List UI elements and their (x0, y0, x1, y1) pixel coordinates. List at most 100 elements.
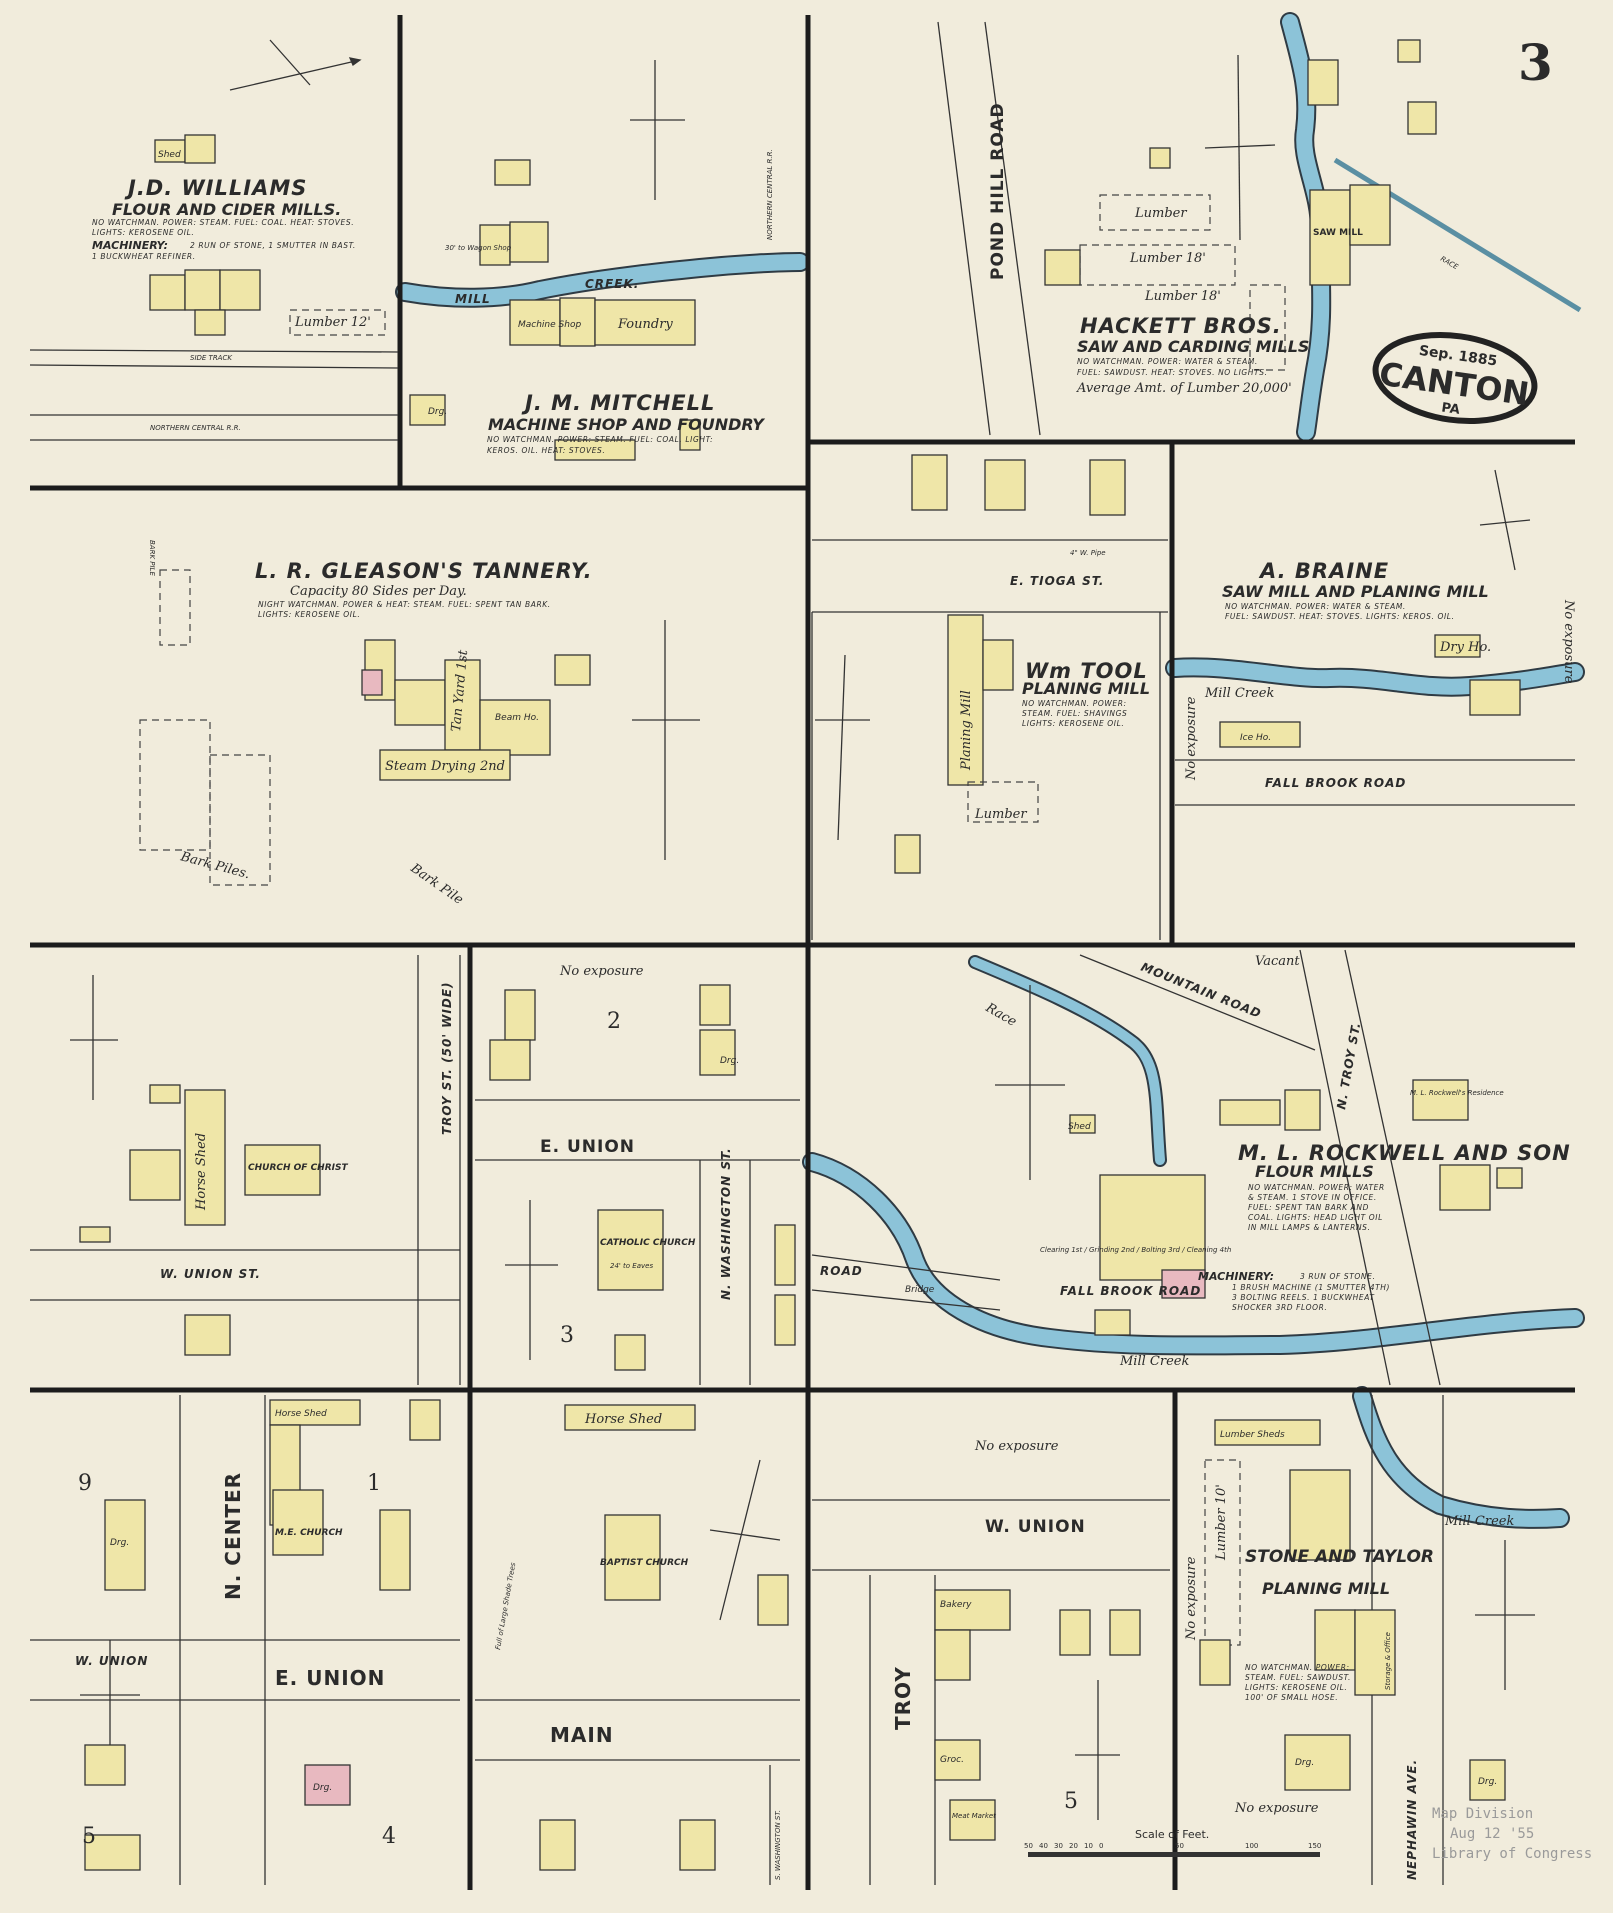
map-label: M. L. ROCKWELL AND SON (1238, 1141, 1571, 1165)
building (679, 1819, 716, 1871)
map-label: Bark Piles. (178, 849, 252, 882)
map-label: N. TROY ST. (1334, 1021, 1363, 1111)
sheet-number: 3 (1518, 33, 1553, 92)
building (494, 159, 531, 186)
map-label: Dry Ho. (1439, 640, 1491, 655)
map-label: Lumber Sheds (1220, 1430, 1285, 1440)
building (184, 269, 221, 311)
map-label: PA (1440, 400, 1460, 417)
map-label: N. WASHINGTON ST. (719, 1147, 733, 1300)
building (982, 639, 1014, 691)
map-label: Bridge (905, 1285, 935, 1295)
map-label: Drg. (1478, 1777, 1497, 1787)
building (304, 1764, 351, 1806)
building (967, 781, 1039, 823)
map-label: Shed (158, 150, 181, 160)
building (379, 1509, 411, 1591)
map-label: J.D. WILLIAMS (124, 176, 307, 200)
building (272, 1489, 324, 1556)
map-label: FUEL: SPENT TAN BARK AND (1248, 1203, 1369, 1212)
map-line (1299, 949, 1391, 1386)
map-label: Mill Creek (1119, 1354, 1189, 1369)
map-label: Storage & Office (1384, 1632, 1392, 1690)
map-label: 9 (78, 1471, 92, 1496)
map-label: 30' to Wagon Shop (445, 244, 512, 252)
building (934, 1739, 981, 1781)
building (1079, 244, 1236, 286)
map-label: TROY ST. (50' WIDE) (440, 981, 454, 1135)
map-label: Full of Large Shade Trees (494, 1562, 517, 1651)
map-label: M. L. Rockwell's Residence (1410, 1089, 1504, 1097)
building (504, 989, 536, 1041)
map-label: Average Amt. of Lumber 20,000' (1076, 381, 1292, 396)
map-label: 5 (82, 1824, 96, 1849)
building (774, 1294, 796, 1346)
building (379, 749, 511, 781)
building (1284, 1089, 1321, 1131)
building (894, 834, 921, 874)
map-label: Horse Shed (584, 1412, 662, 1427)
building (554, 439, 636, 461)
scale-bar: Scale of Feet. 50 40 30 20 10 0 50 100 1… (1024, 1828, 1321, 1857)
braine-mill-label: A. BRAINE SAW MILL AND PLANING MILL NO W… (1222, 559, 1489, 621)
library-stamp: Map Division Aug 12 '55 Library of Congr… (1432, 1806, 1592, 1862)
buildings (79, 39, 1523, 1871)
building (559, 297, 596, 347)
map-label: RACE (1439, 255, 1460, 272)
building (1094, 1309, 1131, 1336)
map-label: FALL BROOK ROAD (1265, 776, 1406, 790)
map-line (1494, 469, 1516, 571)
building (597, 1209, 664, 1291)
map-label: Mill Creek (1204, 686, 1274, 701)
building (1219, 1099, 1281, 1126)
map-line (397, 254, 808, 306)
map-label: STEAM. FUEL: SAWDUST. (1245, 1673, 1351, 1682)
map-line (811, 1254, 1001, 1281)
map-label: TROY (891, 1666, 915, 1730)
map-label: ROAD (820, 1264, 863, 1278)
map-label: No exposure (1184, 696, 1199, 781)
building-labels: Shed Lumber 12' Drg. Machine Shop Foundr… (110, 150, 1576, 1820)
map-label: Tan Yard 1st (449, 649, 471, 733)
map-label: Capacity 80 Sides per Day. (290, 584, 467, 599)
map-line (811, 1289, 1001, 1311)
building (1099, 194, 1211, 231)
map-line (837, 654, 846, 841)
map-label: Meat Market (952, 1812, 996, 1820)
building (1354, 1609, 1396, 1696)
map-label: No exposure (1234, 1801, 1319, 1816)
map-label: Planing Mill (959, 690, 974, 771)
building (1284, 1734, 1351, 1791)
building (1469, 679, 1521, 716)
map-label: NO WATCHMAN. POWER: WATER (1248, 1183, 1385, 1192)
building (699, 984, 731, 1026)
building (84, 1834, 141, 1871)
building (1089, 459, 1126, 516)
map-label: SAW MILL AND PLANING MILL (1222, 582, 1489, 601)
building (1219, 721, 1301, 748)
map-label: 4" W. Pipe (1070, 549, 1106, 557)
building (934, 1589, 1011, 1631)
building (1307, 59, 1339, 106)
building (1469, 1759, 1506, 1801)
map-label: 0 (1099, 1842, 1103, 1850)
block-numbers: 2 3 9 1 5 4 5 (78, 1009, 1078, 1849)
map-label: 2 RUN OF STONE, 1 SMUTTER IN BAST. (190, 241, 356, 250)
waterways (395, 12, 1585, 1529)
rockwell-mill-label: M. L. ROCKWELL AND SON FLOUR MILLS NO WA… (1198, 1141, 1571, 1312)
map-label: NO WATCHMAN. POWER: (1022, 699, 1127, 708)
map-label: W. UNION (985, 1517, 1086, 1537)
building (409, 394, 446, 426)
map-label: No exposure (1184, 1556, 1199, 1641)
map-label: PLANING MILL (1262, 1579, 1390, 1598)
building (1099, 1174, 1206, 1281)
building (1412, 1079, 1469, 1121)
building (209, 754, 271, 886)
map-label: Lumber (1134, 206, 1187, 221)
map-label: NO WATCHMAN. POWER: WATER & STEAM. (1077, 357, 1258, 366)
map-label: W. UNION (75, 1654, 148, 1668)
map-label: L. R. GLEASON'S TANNERY. (255, 559, 593, 583)
map-label: Clearing 1st / Grinding 2nd / Bolting 3r… (1040, 1246, 1231, 1254)
building (604, 1514, 661, 1601)
